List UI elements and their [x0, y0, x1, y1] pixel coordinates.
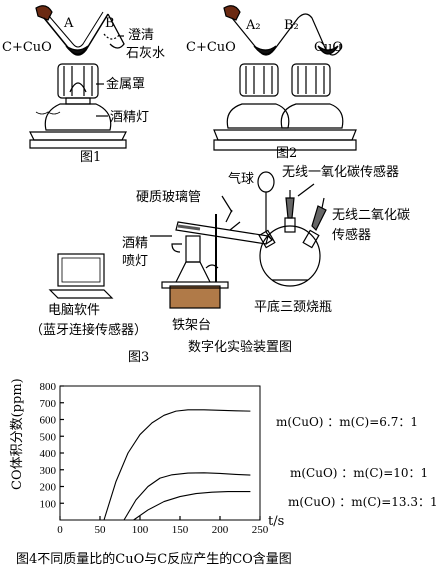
chart-caption: 图4不同质量比的CuO与C反应产生的CO含量图	[16, 552, 292, 567]
fig3-flask-label: 平底三颈烧瓶	[254, 300, 333, 315]
x-tick-label: 250	[252, 524, 269, 536]
fig1-alcohol-lamp-label: 酒精灯	[110, 110, 150, 125]
figure-canvas: 0 50 100 150 200 250 100 200 300 400 500 600 700 800	[29, 5, 357, 536]
fig1-limewater-label-1: 澄清	[128, 28, 155, 43]
chart-y-axis-label: CO体积分数(ppm)	[10, 378, 25, 490]
fig2-reactant-right-label: CuO	[314, 40, 343, 55]
x-tick-label: 150	[172, 524, 189, 536]
legend-series-2: m(CuO) ：m(C)=10：1	[290, 466, 429, 480]
x-tick-label: 200	[212, 524, 229, 536]
fig3-co2-sensor-label-1: 无线二氧化碳	[332, 208, 411, 223]
fig3-balloon-label: 气球	[228, 172, 255, 187]
y-tick-label: 700	[40, 398, 57, 410]
x-tick-label: 0	[57, 524, 63, 536]
y-tick-label: 600	[40, 415, 57, 427]
fig2-tube-b2-label: B₂	[284, 18, 299, 33]
legend-series-1: m(CuO) ：m(C)=6.7：1	[276, 415, 419, 429]
series-line-1	[103, 409, 251, 521]
fig1-tube-a-label: A	[64, 16, 74, 31]
fig3-blowtorch-label-2: 喷灯	[122, 254, 149, 269]
fig2-apparatus	[213, 5, 357, 151]
fig3-software-label-1: 电脑软件	[48, 303, 101, 318]
series-line-3	[133, 490, 251, 521]
fig3-apparatus	[48, 171, 327, 309]
x-tick-label: 50	[95, 524, 107, 536]
fig3-subtitle: 数字化实验装置图	[188, 340, 293, 355]
y-tick-label: 100	[40, 498, 57, 510]
fig3-caption: 图3	[128, 350, 150, 365]
fig3-stand-label: 铁架台	[172, 318, 212, 333]
fig1-limewater-label-2: 石灰水	[126, 46, 166, 61]
x-tick-label: 100	[132, 524, 149, 536]
fig3-hard-glass-tube-label: 硬质玻璃管	[136, 190, 202, 205]
fig3-co2-sensor-label-2: 传感器	[332, 228, 372, 243]
fig3-co-sensor-label: 无线一氧化碳传感器	[282, 165, 400, 180]
fig3-blowtorch-label-1: 酒精	[122, 236, 149, 251]
series-line-2	[123, 472, 251, 521]
fig2-caption: 图2	[276, 146, 298, 161]
y-tick-label: 200	[40, 482, 57, 494]
fig2-reactants-left-label: C+CuO	[186, 40, 236, 55]
plot-frame	[59, 385, 261, 521]
y-tick-label: 300	[40, 465, 57, 477]
fig1-tube-b-label: B	[105, 16, 115, 31]
y-tick-label: 400	[40, 448, 57, 460]
y-tick-label: 500	[40, 431, 57, 443]
fig2-tube-a2-label: A₂	[246, 18, 261, 33]
fig1-apparatus	[29, 5, 127, 149]
fig1-reactants-label: C+CuO	[2, 40, 52, 55]
fig3-software-label-2: （蓝牙连接传感器）	[30, 323, 148, 338]
co-chart: 0 50 100 150 200 250 100 200 300 400 500 600 700 800	[40, 381, 269, 536]
chart-x-axis-label: t/s	[268, 514, 285, 529]
legend-series-3: m(CuO) ：m(C)=13.3：1	[288, 495, 438, 509]
fig1-metal-cover-label: 金属罩	[106, 77, 146, 92]
y-tick-label: 800	[40, 381, 57, 393]
fig1-caption: 图1	[80, 150, 102, 165]
